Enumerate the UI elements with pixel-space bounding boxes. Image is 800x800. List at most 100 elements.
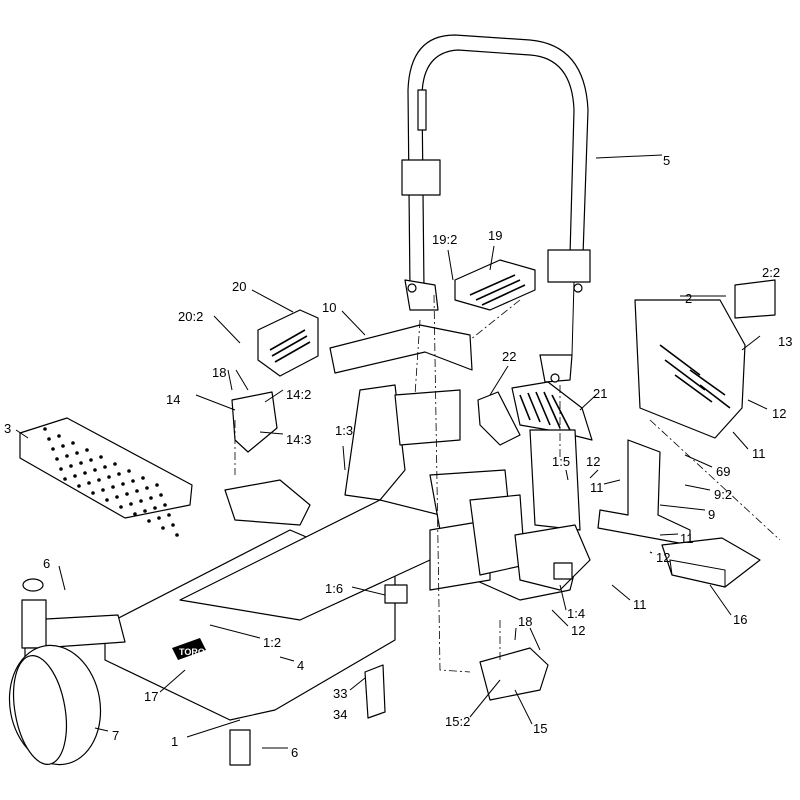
callout-label: 19:2: [432, 232, 457, 247]
callout-label: 13: [778, 334, 792, 349]
plate-hole: [55, 457, 59, 461]
callout-label: 69: [716, 464, 730, 479]
plate-hole: [99, 455, 103, 459]
callout-label: 21: [593, 386, 607, 401]
plate-hole: [125, 492, 129, 496]
plate-hole: [119, 505, 123, 509]
plate-hole: [93, 468, 97, 472]
plate-hole: [51, 447, 55, 451]
callout-label: 6: [43, 556, 50, 571]
callout-label: 1: [171, 734, 178, 749]
plate-hole: [121, 482, 125, 486]
callout-label: 17: [144, 689, 158, 704]
callout-label: 11: [590, 480, 604, 495]
callout-label: 22: [502, 349, 516, 364]
callout-label: 1:3: [335, 423, 353, 438]
callout-label: 19: [488, 228, 502, 243]
main-frame: [104, 384, 591, 721]
callout-label: 12: [772, 406, 786, 421]
callout-label: 15:2: [445, 714, 470, 729]
callout-label: 7: [112, 728, 119, 743]
plate-hole: [57, 434, 61, 438]
plate-hole: [135, 489, 139, 493]
callout-label: 16: [733, 612, 747, 627]
plate-hole: [59, 467, 63, 471]
plate-hole: [85, 448, 89, 452]
plate-hole: [143, 509, 147, 513]
plate-hole: [163, 503, 167, 507]
plate-hole: [131, 479, 135, 483]
callout-label: 1:6: [325, 581, 343, 596]
plate-hole: [139, 499, 143, 503]
callout-label: 4: [297, 658, 304, 673]
callout-label: 12: [656, 550, 670, 565]
plate-hole: [73, 474, 77, 478]
callout-label: 9: [708, 507, 715, 522]
callout-label: 20: [232, 279, 246, 294]
plate-hole: [105, 498, 109, 502]
plate-hole: [117, 472, 121, 476]
plate-hole: [97, 478, 101, 482]
callout-label: 18: [212, 365, 226, 380]
callout-label: 18: [518, 614, 532, 629]
callout-label: 34: [333, 707, 347, 722]
plate-hole: [155, 483, 159, 487]
plate-hole: [77, 484, 81, 488]
callout-label: 12: [586, 454, 600, 469]
plate-hole: [103, 465, 107, 469]
callout-label: 9:2: [714, 487, 732, 502]
plate-hole: [149, 496, 153, 500]
plate-hole: [115, 495, 119, 499]
plate-hole: [161, 526, 165, 530]
bracket: [597, 439, 691, 546]
callout-label: 2:2: [762, 265, 780, 280]
plate-hole: [111, 485, 115, 489]
plate-hole: [157, 516, 161, 520]
plate-hole: [71, 441, 75, 445]
callout-label: 5: [663, 153, 670, 168]
plate-hole: [147, 519, 151, 523]
roll-bar: [401, 34, 591, 383]
callout-label: 14:3: [286, 432, 311, 447]
callout-label: 1:2: [263, 635, 281, 650]
plate-hole: [127, 469, 131, 473]
cover-right: [477, 381, 593, 446]
leader-lines: [15, 154, 768, 749]
plate-hole: [133, 512, 137, 516]
callout-label: 1:5: [552, 454, 570, 469]
callout-label: 1:4: [567, 606, 585, 621]
plate-hole: [61, 444, 65, 448]
cover-left: [257, 309, 319, 377]
callout-label: 14: [166, 392, 180, 407]
callout-label: 11: [633, 597, 647, 612]
logo-decal: TORO: [172, 638, 206, 660]
plate-hole: [171, 523, 175, 527]
callout-label: 15: [533, 721, 547, 736]
plate-hole: [69, 464, 73, 468]
callout-label: 12: [571, 623, 585, 638]
callout-label: 11: [680, 531, 694, 546]
plate-hole: [167, 513, 171, 517]
plate-hole: [75, 451, 79, 455]
plate: [231, 391, 278, 453]
callout-label: 6: [291, 745, 298, 760]
plate-hole: [91, 491, 95, 495]
callout-label: 14:2: [286, 387, 311, 402]
plate-hole: [89, 458, 93, 462]
plate-hole: [175, 533, 179, 537]
plate-hole: [63, 477, 67, 481]
plate-hole: [159, 493, 163, 497]
plate-hole: [129, 502, 133, 506]
plate-hole: [113, 462, 117, 466]
caster-wheel: [8, 578, 251, 766]
plate-hole: [43, 427, 47, 431]
plate-hole: [65, 454, 69, 458]
plate-hole: [47, 437, 51, 441]
callout-label: 11: [752, 446, 766, 461]
small-plate: [364, 664, 386, 719]
callout-label: 2: [685, 291, 692, 306]
plate-hole: [87, 481, 91, 485]
callout-labels: 52:22131211699:2911121611121:4181515:233…: [4, 153, 792, 760]
toro-logo: TORO: [179, 647, 205, 657]
